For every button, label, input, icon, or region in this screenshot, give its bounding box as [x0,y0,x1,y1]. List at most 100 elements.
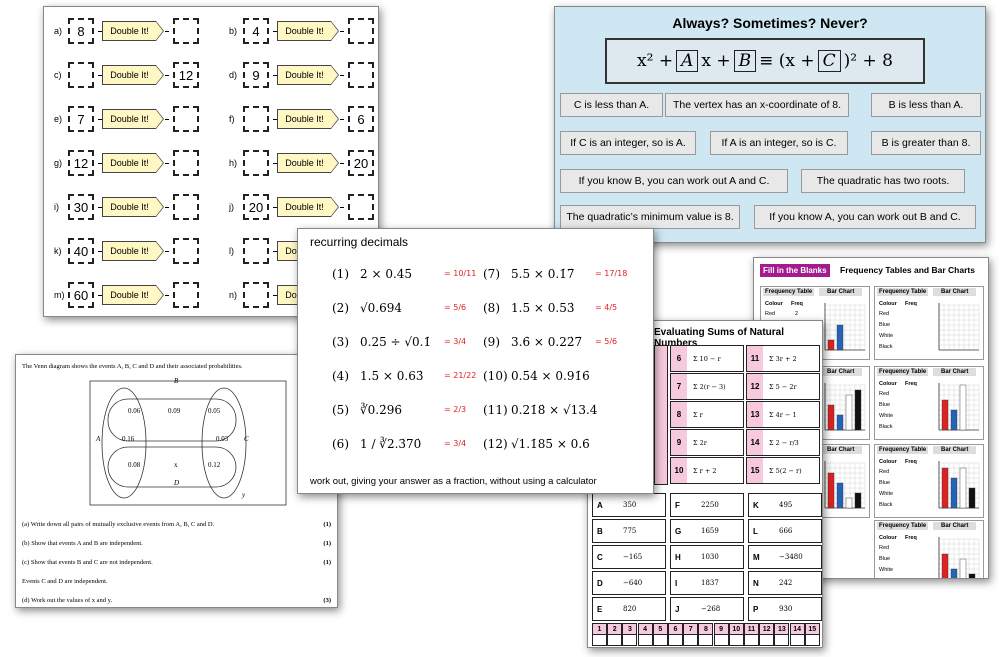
bar [959,558,967,578]
code-strip-blank[interactable] [728,634,744,646]
code-strip-blank[interactable] [668,634,683,646]
answer-key: H [675,553,681,562]
sum-expression: Σ 2 − r/3 [769,439,799,447]
input-box[interactable]: 4 [243,18,269,44]
row-label: a) [54,26,63,36]
handwritten-answer: = 5/6 [595,337,618,346]
code-strip-blank[interactable] [744,634,759,646]
input-box[interactable]: 12 [68,150,94,176]
code-strip-blank[interactable] [622,634,638,646]
output-box[interactable] [173,18,199,44]
output-box[interactable] [173,282,199,308]
code-strip-blank[interactable] [759,634,775,646]
bar [836,414,844,431]
probability-value: 0.03 [216,435,229,443]
question-marks: (1) [323,540,331,547]
code-strip-blank[interactable] [774,634,790,646]
output-box[interactable] [348,62,374,88]
input-box[interactable] [243,282,269,308]
double-it-label: Double It! [102,153,164,173]
code-strip-blank[interactable] [698,634,714,646]
output-box[interactable] [348,18,374,44]
double-row: f)Double It!6 [229,105,374,133]
input-box[interactable]: 30 [68,194,94,220]
arrow-line [340,30,344,32]
answer-cell: D−640 [592,571,666,595]
arrow-line [98,294,102,296]
output-box[interactable]: 12 [173,62,199,88]
sum-expression: Σ 5 − 2r [769,383,797,391]
eq-part: )² + 8 [843,51,893,71]
item-expression: √0.694̇ [360,301,402,315]
input-box[interactable] [68,62,94,88]
double-function: Double It! [273,65,344,85]
statement-card[interactable]: The vertex has an x-coordinate of 8. [665,93,849,117]
output-box[interactable]: 20 [348,150,374,176]
input-box[interactable]: 7 [68,106,94,132]
input-box[interactable]: 9 [243,62,269,88]
input-box[interactable]: 60 [68,282,94,308]
output-box[interactable] [173,106,199,132]
statement-card[interactable]: B is less than A. [871,93,981,117]
code-strip-blank[interactable] [592,634,607,646]
code-strip-blank[interactable] [789,634,805,646]
bar [836,482,844,509]
answer-cell: C−165 [592,545,666,569]
input-box[interactable]: 20 [243,194,269,220]
statement-card[interactable]: If C is an integer, so is A. [560,131,696,155]
code-strip-number: 12 [759,623,775,635]
sum-expression: Σ 5(2 − r) [769,467,802,475]
sum-expression: Σ r [693,411,703,419]
input-box[interactable]: 8 [68,18,94,44]
bar [836,324,844,351]
output-box[interactable] [173,150,199,176]
freq-header: Freq [905,301,917,307]
venn-label: D [174,479,180,487]
bar-chart [938,537,980,578]
item-number: (5) [332,403,349,417]
code-strip-blank[interactable] [637,634,653,646]
handwritten-answer: = 3/4 [444,439,467,448]
answer-value: 1659 [701,527,719,535]
statement-card[interactable]: If you know A, you can work out B and C. [754,205,976,229]
input-box[interactable] [243,238,269,264]
output-box[interactable] [173,194,199,220]
output-box[interactable] [348,194,374,220]
statement-card[interactable]: The quadratic’s minimum value is 8. [560,205,740,229]
code-strip-blank[interactable] [683,634,699,646]
arrow-line [340,162,344,164]
output-box[interactable] [173,238,199,264]
code-strip-blank[interactable] [652,634,668,646]
statement-card[interactable]: The quadratic has two roots. [801,169,965,193]
bar [845,394,853,431]
item-expression: 0.25 ÷ √0.1̇ [360,335,432,349]
input-box[interactable] [243,150,269,176]
eq-part: x² + [637,51,674,71]
sum-expression: Σ 2r [693,439,707,447]
arrow-line [98,250,102,252]
input-box[interactable] [243,106,269,132]
code-strip-blank[interactable] [713,634,729,646]
rec-footer: work out, giving your answer as a fracti… [310,476,597,487]
input-box[interactable]: 40 [68,238,94,264]
code-strip-blank[interactable] [607,634,623,646]
statement-card[interactable]: If A is an integer, so is C. [710,131,848,155]
freq-badge: Fill in the Blanks [760,264,830,277]
statement-card[interactable]: If you know B, you can work out A and C. [560,169,788,193]
row-label: c) [54,70,62,80]
handwritten-answer: = 21/22 [444,371,477,380]
statement-card[interactable]: B is greater than 8. [871,131,981,155]
sum-expression: Σ 4r − 1 [769,411,797,419]
output-box[interactable]: 6 [348,106,374,132]
colour-name: White [879,491,894,497]
statement-card[interactable]: C is less than A. [560,93,663,117]
hidden-question-column [654,345,668,485]
arrow-line [98,30,102,32]
sum-expression: Σ 10 − r [693,355,721,363]
answer-key: B [597,527,603,536]
double-function: Double It! [273,21,344,41]
double-it-label: Double It! [102,241,164,261]
code-strip-blank[interactable] [804,634,820,646]
